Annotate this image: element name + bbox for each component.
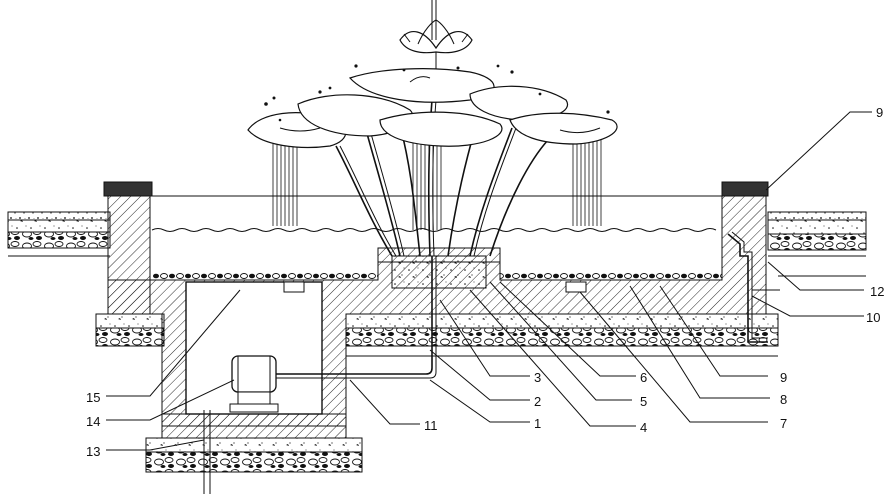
coping-left xyxy=(103,181,153,197)
label-2: 2 xyxy=(534,394,541,409)
drain-pipe xyxy=(203,410,211,494)
label-12: 12 xyxy=(870,284,884,299)
label-4: 4 xyxy=(640,420,647,435)
overflow-pipe xyxy=(727,231,780,343)
pebble-bed-right xyxy=(500,272,722,280)
label-5: 5 xyxy=(640,394,647,409)
label-11: 11 xyxy=(424,418,438,433)
water-jet-center xyxy=(412,140,442,230)
label-3: 3 xyxy=(534,370,541,385)
label-9-bottom: 9 xyxy=(780,370,787,385)
water-droplets xyxy=(264,64,610,122)
callout-labels: 9 12 10 9 8 7 6 5 4 3 2 1 11 15 14 13 xyxy=(86,105,884,459)
label-8: 8 xyxy=(780,392,787,407)
lotus-flower xyxy=(399,19,473,54)
ground-left xyxy=(7,211,111,257)
label-14: 14 xyxy=(86,414,100,429)
water-jet-right xyxy=(572,140,602,226)
label-6: 6 xyxy=(640,370,647,385)
supply-pipe xyxy=(276,256,437,379)
label-9-top: 9 xyxy=(876,105,883,120)
leader-lines xyxy=(106,111,872,451)
ground-right xyxy=(767,211,867,277)
label-1: 1 xyxy=(534,416,541,431)
lotus-leaves xyxy=(247,68,618,149)
drain-box-pit xyxy=(283,281,305,293)
label-13: 13 xyxy=(86,444,100,459)
label-10: 10 xyxy=(866,310,880,325)
water-jet-left xyxy=(270,140,300,226)
pebble-bed-left xyxy=(152,272,378,280)
label-15: 15 xyxy=(86,390,100,405)
drain-box-floor xyxy=(565,281,587,293)
pump xyxy=(229,355,279,413)
coping-right xyxy=(721,181,769,197)
label-7: 7 xyxy=(780,416,787,431)
